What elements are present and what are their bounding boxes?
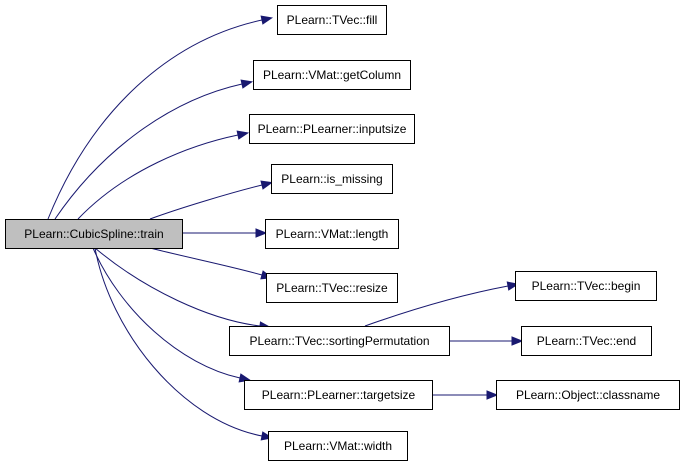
node-box xyxy=(229,326,450,356)
node-box xyxy=(268,431,408,461)
node-box xyxy=(249,114,415,144)
node-box xyxy=(244,380,433,410)
edge-train-to-is_missing xyxy=(149,184,263,220)
node-box xyxy=(521,326,652,356)
node-begin[interactable]: PLearn::TVec::begin xyxy=(515,271,657,301)
arrowhead-getColumn xyxy=(240,79,254,89)
edge-train-to-getColumn xyxy=(54,83,243,220)
node-label: PLearn::VMat::length xyxy=(276,227,389,241)
node-label: PLearn::TVec::resize xyxy=(276,281,388,295)
node-inputsize[interactable]: PLearn::PLearner::inputsize xyxy=(249,114,415,144)
node-width[interactable]: PLearn::VMat::width xyxy=(268,431,408,461)
node-box xyxy=(515,271,657,301)
arrowhead-end xyxy=(511,336,524,346)
node-label: PLearn::TVec::begin xyxy=(532,279,641,293)
edge-train-to-sortingPermutation xyxy=(94,247,261,327)
node-is_missing[interactable]: PLearn::is_missing xyxy=(271,164,393,194)
arrowhead-is_missing xyxy=(260,180,274,190)
node-box xyxy=(271,164,393,194)
node-end[interactable]: PLearn::TVec::end xyxy=(521,326,652,356)
node-label: PLearn::PLearner::inputsize xyxy=(258,122,407,136)
edge-sortingPermutation-to-begin xyxy=(364,285,509,327)
node-fill[interactable]: PLearn::TVec::fill xyxy=(277,5,387,35)
edge-train-to-inputsize xyxy=(77,134,239,220)
edge-train-to-fill xyxy=(47,19,263,220)
call-graph-edges xyxy=(47,15,524,441)
node-train[interactable]: PLearn::CubicSpline::train xyxy=(5,219,183,249)
node-box xyxy=(277,5,387,35)
node-box xyxy=(266,273,398,303)
node-sortingPermutation[interactable]: PLearn::TVec::sortingPermutation xyxy=(229,326,450,356)
node-label: PLearn::VMat::getColumn xyxy=(263,68,401,82)
node-targetsize[interactable]: PLearn::PLearner::targetsize xyxy=(244,380,433,410)
arrowhead-fill xyxy=(260,15,274,25)
node-box xyxy=(253,60,411,90)
arrowhead-inputsize xyxy=(236,130,250,140)
arrowhead-length xyxy=(255,228,268,238)
node-label: PLearn::PLearner::targetsize xyxy=(262,388,416,402)
node-label: PLearn::TVec::sortingPermutation xyxy=(249,334,429,348)
node-getColumn[interactable]: PLearn::VMat::getColumn xyxy=(253,60,411,90)
node-label: PLearn::Object::classname xyxy=(516,388,660,402)
node-length[interactable]: PLearn::VMat::length xyxy=(265,219,399,249)
node-resize[interactable]: PLearn::TVec::resize xyxy=(266,273,398,303)
node-label: PLearn::TVec::end xyxy=(537,334,636,348)
node-label: PLearn::TVec::fill xyxy=(287,13,378,27)
node-box xyxy=(265,219,399,249)
node-box xyxy=(5,219,183,249)
node-label: PLearn::CubicSpline::train xyxy=(24,227,163,241)
edge-train-to-targetsize xyxy=(92,247,241,379)
arrowhead-classname xyxy=(486,390,499,400)
node-label: PLearn::VMat::width xyxy=(284,439,392,453)
edge-train-to-width xyxy=(94,247,263,437)
node-classname[interactable]: PLearn::Object::classname xyxy=(496,380,680,410)
node-box xyxy=(496,380,680,410)
node-label: PLearn::is_missing xyxy=(281,172,382,186)
edge-train-to-resize xyxy=(149,247,263,276)
call-graph-nodes: PLearn::CubicSpline::trainPLearn::TVec::… xyxy=(5,5,680,461)
